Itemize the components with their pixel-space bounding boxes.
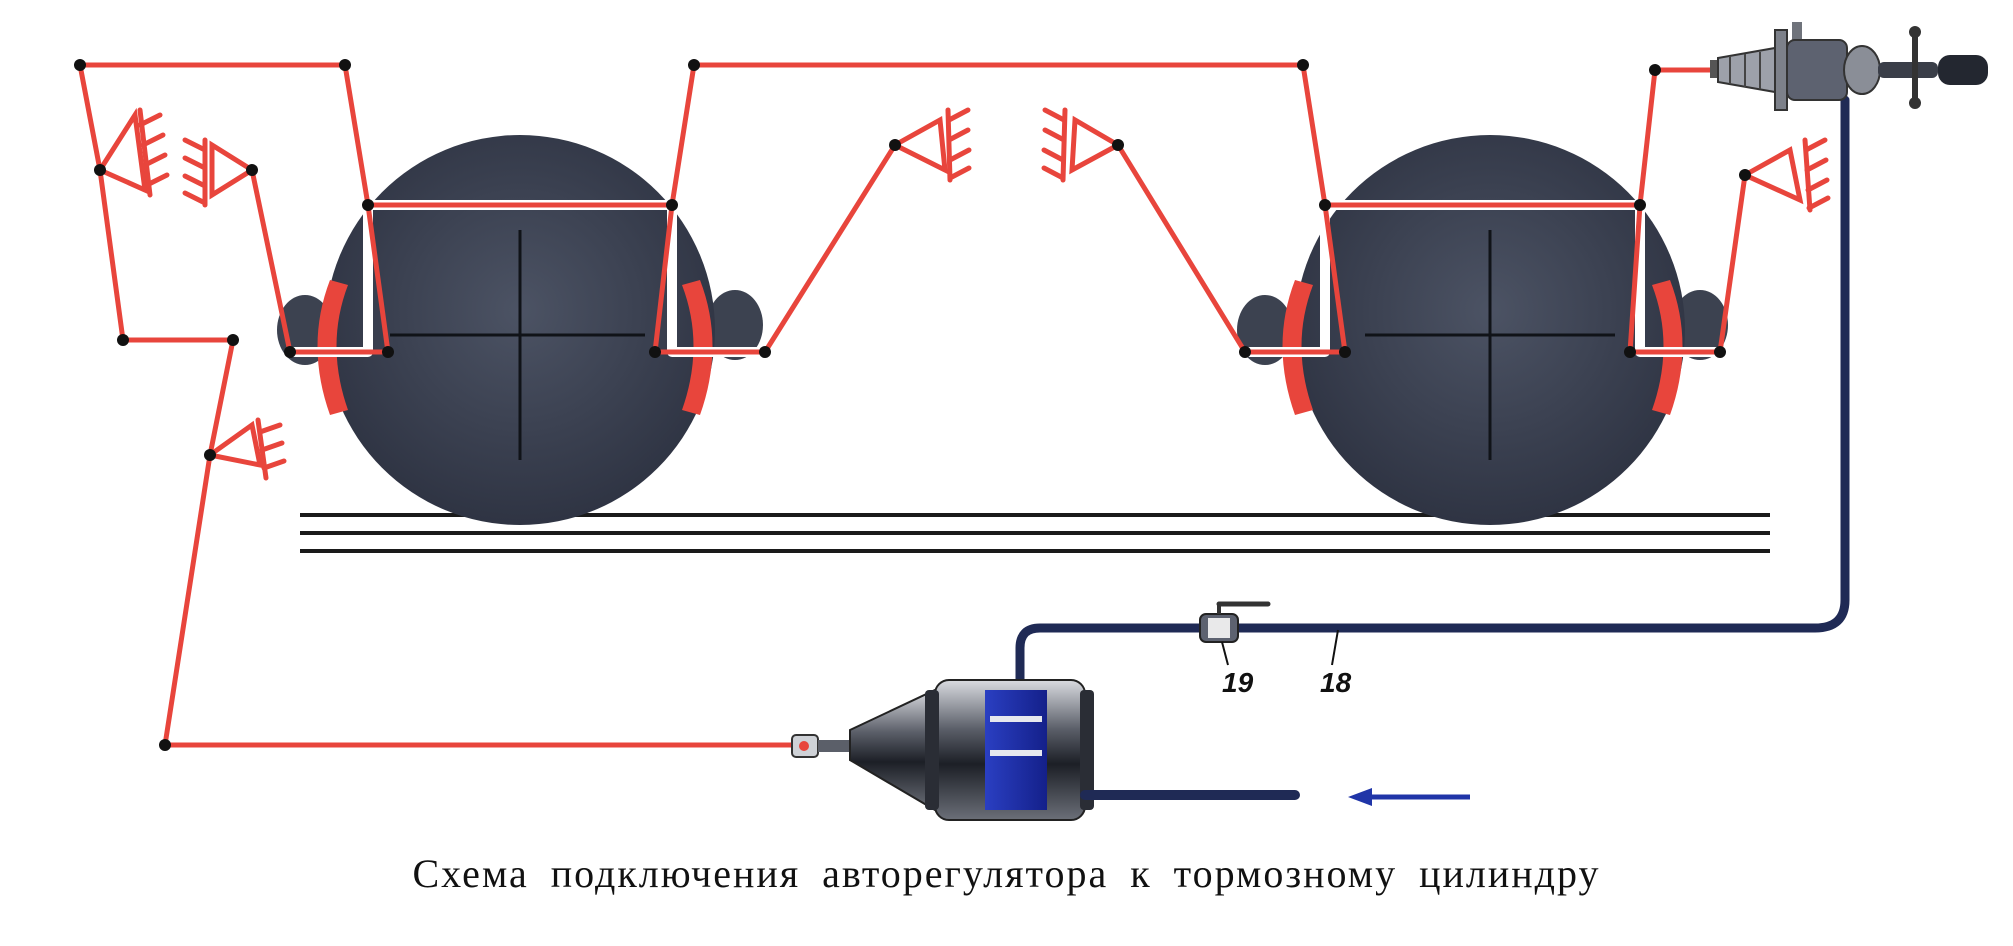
callout-valve-number: 19	[1222, 667, 1254, 698]
flow-arrow	[1348, 788, 1470, 806]
callout-pipe-number: 18	[1320, 667, 1352, 698]
right-wheel-hub-right	[1672, 290, 1728, 360]
support-2	[182, 137, 257, 208]
left-wheel-hub-right	[707, 290, 763, 360]
right-wheelset	[1237, 135, 1728, 525]
air-pipe	[1015, 95, 1850, 705]
auto-regulator	[1710, 22, 1988, 111]
valve-19	[1199, 601, 1271, 643]
support-3	[203, 417, 287, 481]
left-wheelset	[277, 135, 763, 525]
fixed-supports	[96, 107, 1831, 481]
pivot-joints	[74, 59, 1751, 751]
support-6	[1739, 137, 1831, 213]
diagram-caption: Схема подключения авторегулятора к тормо…	[412, 851, 1601, 896]
support-4	[889, 107, 972, 183]
callouts: 19 18	[1221, 629, 1352, 698]
brake-cylinder	[791, 679, 1300, 821]
support-5	[1041, 107, 1124, 183]
support-1	[96, 107, 170, 198]
